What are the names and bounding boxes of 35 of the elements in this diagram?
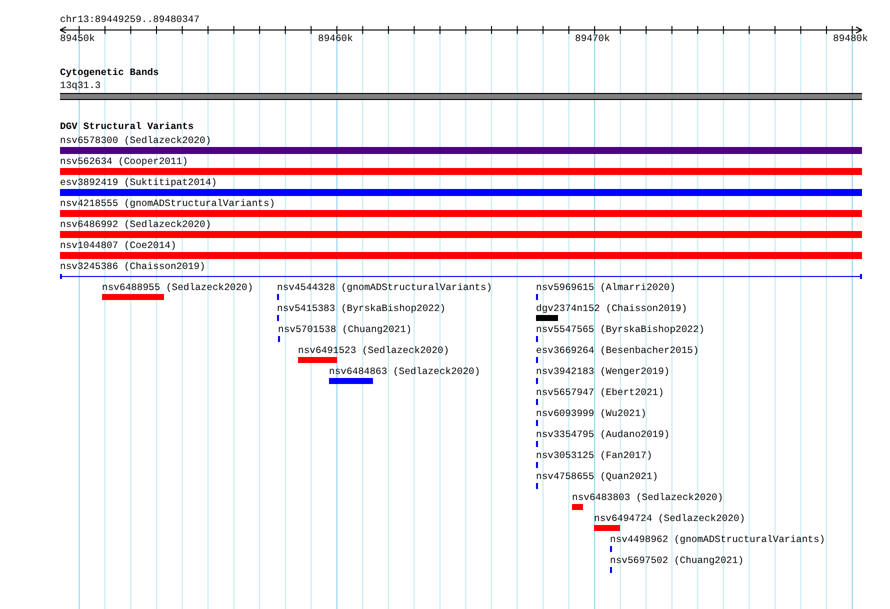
variant-label: nsv3942183 (Wenger2019) bbox=[536, 366, 670, 377]
variant-label: nsv6578300 (Sedlazeck2020) bbox=[60, 135, 212, 146]
tick-label: 89470k bbox=[575, 33, 610, 44]
band-label: 13q31.3 bbox=[60, 80, 101, 91]
variant-label: nsv3245386 (Chaisson2019) bbox=[60, 261, 206, 272]
variant-label: nsv4758655 (Quan2021) bbox=[536, 471, 658, 482]
variant-label: esv3892419 (Suktitipat2014) bbox=[60, 177, 217, 188]
variant-label: nsv6483803 (Sedlazeck2020) bbox=[572, 492, 724, 503]
variant-label: nsv5969615 (Almarri2020) bbox=[536, 282, 676, 293]
variant-label: nsv6488955 (Sedlazeck2020) bbox=[102, 282, 254, 293]
tick-label: 89480k bbox=[833, 33, 868, 44]
variant-label: nsv5547565 (ByrskaBishop2022) bbox=[536, 324, 705, 335]
variant-label: nsv3053125 (Fan2017) bbox=[536, 450, 652, 461]
variant-label: nsv562634 (Cooper2011) bbox=[60, 156, 188, 167]
variant-label: esv3669264 (Besenbacher2015) bbox=[536, 345, 699, 356]
variant-label: nsv6491523 (Sedlazeck2020) bbox=[298, 345, 450, 356]
variant-label: nsv6494724 (Sedlazeck2020) bbox=[594, 513, 746, 524]
variant-label: nsv5415383 (ByrskaBishop2022) bbox=[277, 303, 446, 314]
track-title: DGV Structural Variants bbox=[60, 121, 194, 132]
track-title: Cytogenetic Bands bbox=[60, 67, 159, 78]
variant-label: nsv6093999 (Wu2021) bbox=[536, 408, 646, 419]
tick-label: 89460k bbox=[318, 33, 353, 44]
variant-label: nsv4218555 (gnomADStructuralVariants) bbox=[60, 198, 276, 209]
tick-label: 89450k bbox=[60, 33, 95, 44]
variant-label: nsv1044807 (Coe2014) bbox=[60, 240, 176, 251]
variant-label: nsv6486992 (Sedlazeck2020) bbox=[60, 219, 212, 230]
variant-label: nsv3354795 (Audano2019) bbox=[536, 429, 670, 440]
variant-label: nsv5697502 (Chuang2021) bbox=[610, 555, 744, 566]
variant-label: nsv4544328 (gnomADStructuralVariants) bbox=[277, 282, 492, 293]
variant-label: dgv2374n152 (Chaisson2019) bbox=[536, 303, 688, 314]
coordinate-label: chr13:89449259..89480347 bbox=[60, 14, 200, 25]
variant-label: nsv4498962 (gnomADStructuralVariants) bbox=[610, 534, 826, 545]
variant-label: nsv6484863 (Sedlazeck2020) bbox=[329, 366, 480, 377]
variant-label: nsv5701538 (Chuang2021) bbox=[278, 324, 412, 335]
variant-label: nsv5657947 (Ebert2021) bbox=[536, 387, 664, 398]
